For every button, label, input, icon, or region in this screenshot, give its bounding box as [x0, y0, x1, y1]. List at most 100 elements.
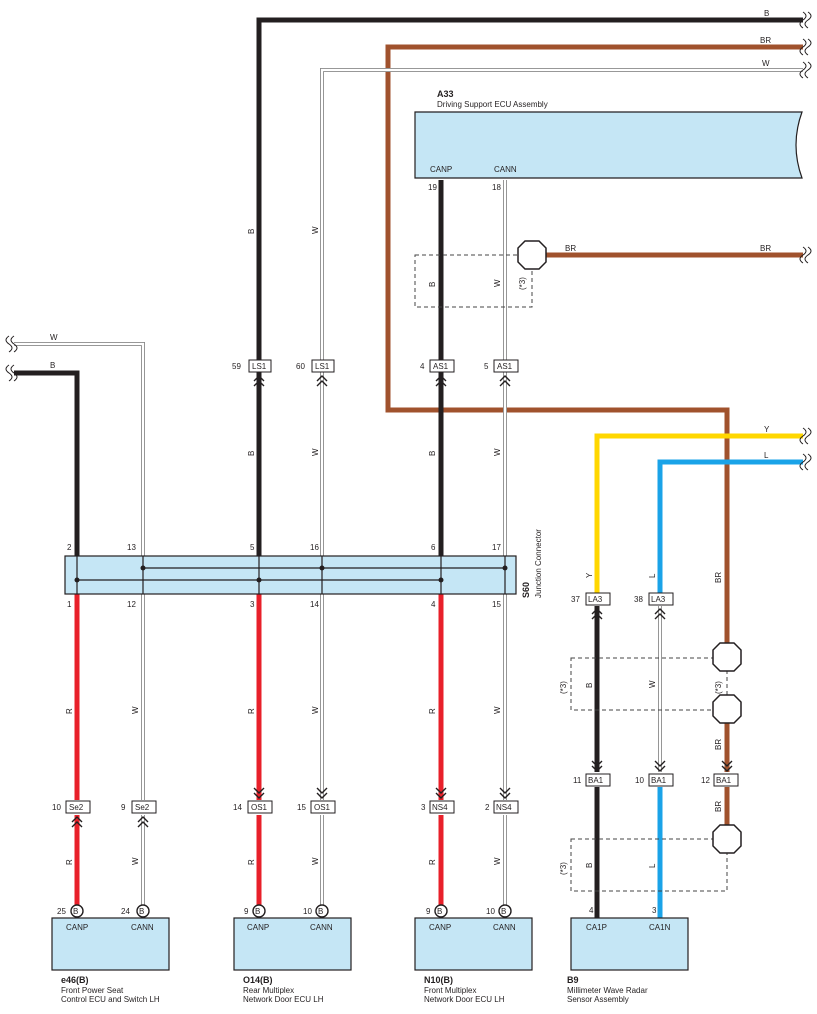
ecu-o14-term-n-label: B	[318, 907, 323, 916]
junction-pin: 5	[250, 543, 255, 552]
ecu-n10-cann: CANN	[493, 923, 516, 932]
connector-ba1-br	[713, 773, 739, 787]
inline-connectors: LS1 59 LS1 60 AS1 4 AS1 5 Se2 10 Se2 9 O…	[52, 359, 739, 814]
wire-label: W	[493, 706, 502, 714]
ecu-o14-term-n	[315, 904, 329, 918]
wire-br-top-trunk	[385, 44, 803, 655]
wire-label: B	[585, 863, 594, 868]
wire-label: B	[764, 9, 769, 18]
connector-la3-y-pin: 37	[571, 595, 580, 604]
junction-box	[64, 555, 517, 595]
ecu-n10-term-p	[434, 904, 448, 918]
connector-la3-l-label: LA3	[651, 595, 666, 604]
ecu-o14-pin-n: 10	[303, 907, 312, 916]
shield-box	[414, 254, 533, 308]
junction-pin: 6	[431, 543, 436, 552]
break-mark	[804, 453, 812, 471]
ecu-b9-line2: Sensor Assembly	[567, 995, 629, 1004]
chevron-up-icon	[591, 608, 603, 620]
shield-top: (*3)	[414, 240, 547, 308]
junction-pin: 13	[127, 543, 136, 552]
ecu-e46-term-n-label: B	[139, 907, 144, 916]
wire-layer	[14, 17, 803, 918]
ecu-e46-line2: Control ECU and Switch LH	[61, 995, 160, 1004]
ecu-a33-pin-cann: 18	[492, 183, 501, 192]
wire-label: W	[311, 857, 320, 865]
wire-label: W	[311, 448, 320, 456]
ecu-e46: B B 25 24 CANP CANN e46(B) Front Power S…	[51, 904, 170, 1004]
connector-ba1-b-pin: 11	[573, 776, 582, 785]
connector-se2-r-pin: 10	[52, 803, 61, 812]
connector-se2-r-label: Se2	[69, 803, 84, 812]
junction-pin: 4	[431, 600, 436, 609]
wire-label: BR	[760, 36, 771, 45]
connector-ba1-w-label: BA1	[651, 776, 667, 785]
ecu-a33-code: A33	[437, 89, 454, 99]
wire-b-top-trunk	[256, 17, 803, 365]
chevron-down-icon	[435, 787, 447, 799]
connector-ba1-br-pin: 12	[701, 776, 710, 785]
ecu-b9-line1: Millimeter Wave Radar	[567, 986, 648, 995]
break-mark	[804, 38, 812, 56]
ecu-o14-cann: CANN	[310, 923, 333, 932]
connector-ns4-r	[429, 800, 455, 814]
ecu-b9: 4 3 CA1P CA1N B9 Millimeter Wave Radar S…	[567, 906, 689, 1004]
wire-label: Y	[764, 425, 770, 434]
connector-la3-l-pin: 38	[634, 595, 643, 604]
connector-ba1-w-pin: 10	[635, 776, 644, 785]
junction-pin: 3	[250, 600, 255, 609]
wire-label: B	[585, 683, 594, 688]
wire-label: W	[493, 279, 502, 287]
break-mark	[799, 246, 807, 264]
chevron-up-icon	[253, 375, 265, 387]
connector-se2-w-label: Se2	[135, 803, 150, 812]
ecu-e46-term-p	[70, 904, 84, 918]
ecu-o14-code: O14(B)	[243, 975, 273, 985]
wire-label: W	[762, 59, 770, 68]
wire-y	[594, 433, 803, 593]
junction-dot	[140, 565, 146, 571]
connector-os1-r-pin: 14	[233, 803, 242, 812]
chevron-up-icon	[654, 608, 666, 620]
wire-label: W	[50, 333, 58, 342]
connector-as1-w	[493, 359, 519, 373]
junction-dot	[74, 577, 80, 583]
break-mark	[799, 11, 807, 29]
ecu-o14-term-p	[252, 904, 266, 918]
wire-label: B	[247, 451, 256, 456]
connector-os1-w	[310, 800, 336, 814]
connector-as1-w-label: AS1	[497, 362, 513, 371]
connector-as1-w-pin: 5	[484, 362, 489, 371]
wire-l	[657, 459, 803, 593]
ecu-n10-term-n	[498, 904, 512, 918]
shield-box-upper	[570, 657, 728, 711]
connector-ls1-w-pin: 60	[296, 362, 305, 371]
ecu-e46-term-p-label: B	[73, 907, 78, 916]
chevron-up-icon	[71, 816, 83, 828]
ecu-a33-name: Driving Support ECU Assembly	[437, 100, 548, 109]
shield-label-upper-right: (*3)	[714, 681, 723, 694]
ecu-n10-canp: CANP	[429, 923, 451, 932]
wire-w-left	[14, 342, 145, 556]
wire-label: B	[428, 282, 437, 287]
wire-label: R	[65, 859, 74, 865]
wire-label: R	[247, 859, 256, 865]
wire-label: R	[65, 708, 74, 714]
junction-name: Junction Connector	[534, 529, 543, 598]
ecu-n10-term-p-label: B	[437, 907, 442, 916]
chevron-down-icon	[253, 787, 265, 799]
wire-b-left	[14, 370, 80, 556]
chevron-up-icon	[316, 375, 328, 387]
junction-code: S60	[521, 582, 531, 598]
wire-label: L	[648, 863, 657, 868]
shield-right: (*3) (*3) (*3)	[559, 642, 742, 892]
ecu-n10-term-n-label: B	[501, 907, 506, 916]
connector-ba1-br-label: BA1	[716, 776, 732, 785]
ecu-e46-box	[51, 917, 170, 971]
connector-ls1-w	[311, 359, 335, 373]
shield-ground-octagon	[712, 824, 742, 854]
shield-box-lower	[570, 838, 728, 892]
connector-la3-l	[648, 592, 674, 606]
chevron-up-icon	[137, 816, 149, 828]
